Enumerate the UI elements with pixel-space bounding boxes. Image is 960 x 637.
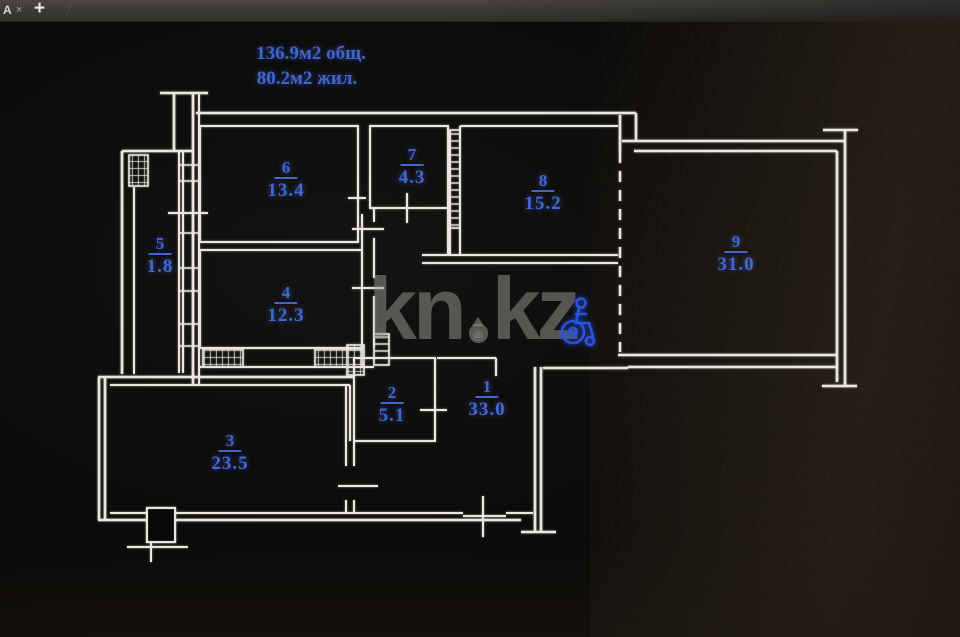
room-area: 13.4 (267, 180, 305, 201)
room-label-3: 3 23.5 (211, 432, 248, 473)
inner-walls (110, 93, 618, 514)
tabbar-shade (432, 0, 960, 21)
room-area: 1.8 (146, 256, 174, 277)
wood-glare-overlay (590, 21, 960, 637)
browser-tab[interactable]: A × (0, 0, 30, 21)
room-label-1: 1 33.0 (468, 378, 505, 419)
room-label-8: 8 15.2 (524, 172, 561, 213)
house-icon: ⌂ (474, 326, 483, 342)
room-number: 8 (531, 172, 555, 192)
browser-tab-bar: A × + (0, 0, 960, 22)
tab-edge-divider (65, 2, 72, 18)
total-area-text: 136.9м2 общ. (256, 43, 366, 64)
room-number: 2 (380, 384, 404, 404)
shaft-rungs (179, 164, 200, 347)
watermark: kn ⌂ kz (368, 259, 581, 358)
room-number: 1 (475, 378, 499, 398)
room-number: 7 (400, 146, 424, 166)
tab-title[interactable]: A (3, 3, 12, 17)
watermark-kn: kn (368, 259, 467, 358)
room-label-7: 7 4.3 (399, 146, 426, 187)
room-area: 33.0 (468, 399, 506, 420)
wheelchair-icon (560, 297, 596, 347)
column-pillar (145, 506, 177, 544)
room-area: 31.0 (717, 254, 755, 275)
room-label-6: 6 13.4 (267, 159, 304, 200)
room-area: 5.1 (378, 405, 406, 426)
bottom-vignette (0, 540, 960, 637)
room-label-9: 9 31.0 (717, 233, 754, 274)
living-area-text: 80.2м2 жил. (256, 68, 358, 89)
hatch-blocks (128, 129, 461, 376)
room-label-4: 4 12.3 (267, 284, 304, 325)
room-area: 4.3 (398, 167, 426, 188)
room-label-5: 5 1.8 (147, 235, 174, 276)
door-ticks (127, 193, 506, 562)
room-area: 12.3 (267, 305, 305, 326)
room-number: 5 (148, 235, 172, 255)
room-number: 9 (724, 233, 748, 253)
watermark-kz: kz (491, 259, 581, 358)
room-number: 3 (218, 432, 242, 452)
room-area: 15.2 (524, 193, 562, 214)
new-tab-button[interactable]: + (34, 0, 46, 19)
tab-close-icon[interactable]: × (16, 4, 23, 16)
wood-streaks-overlay (600, 21, 960, 637)
room-number: 4 (274, 284, 298, 304)
room-area: 23.5 (211, 453, 249, 474)
room-number: 6 (274, 159, 298, 179)
room-label-2: 2 5.1 (379, 384, 406, 425)
watermark-pin-icon: ⌂ (468, 323, 488, 343)
outer-walls (97, 91, 858, 534)
